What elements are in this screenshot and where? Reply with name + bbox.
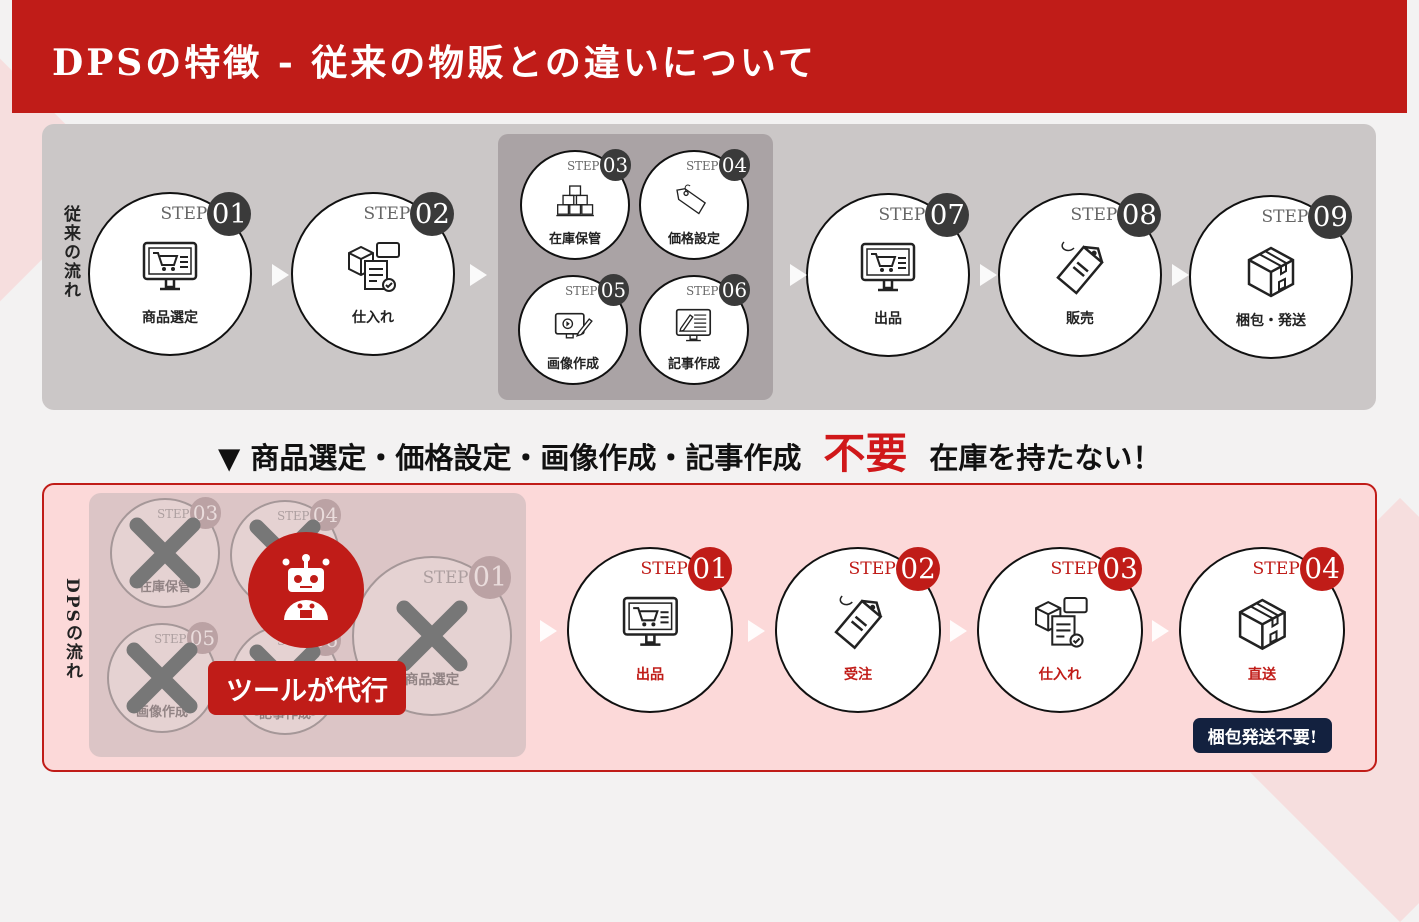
step-label: STEP: [567, 158, 600, 173]
arrow-right-icon: [950, 620, 967, 642]
step-number-badge: 04: [718, 149, 751, 182]
step-label: STEP: [565, 283, 598, 298]
step-name: 画像作成: [135, 704, 188, 720]
step-label: STEP: [1070, 204, 1118, 225]
step-label: STEP: [686, 283, 719, 298]
box-icon: [1238, 598, 1286, 651]
step-number-badge: 08: [1117, 192, 1162, 237]
arrow-right-icon: [748, 620, 765, 642]
step-name: 出品: [874, 311, 902, 328]
step-name: 価格設定: [667, 231, 720, 247]
step-label: STEP: [686, 158, 719, 173]
header-bar: DPSの特徴 - 従来の物販との違いについて: [12, 0, 1407, 113]
arrow-right-icon: [470, 264, 487, 286]
step-label: STEP: [848, 558, 896, 579]
monitor-cart-icon: [622, 597, 678, 647]
step-label: STEP: [157, 506, 190, 521]
cross-mark-icon: [129, 517, 201, 589]
step-label: STEP: [878, 204, 926, 225]
arrow-right-icon: [790, 264, 807, 286]
step-name: 商品選定: [404, 672, 460, 689]
step-label: STEP: [1261, 206, 1309, 227]
step-name: 商品選定: [142, 310, 198, 327]
monitor-cart-icon: [142, 241, 198, 291]
arrow-right-icon: [540, 620, 557, 642]
step-number-badge: 04: [1299, 546, 1345, 592]
step-name: 直送: [1247, 666, 1277, 683]
dps-flow-label: DPSの流れ: [62, 578, 82, 681]
step-number-badge: 02: [895, 546, 941, 592]
sale-tag-icon: [1056, 241, 1104, 295]
step-label: STEP: [1252, 558, 1300, 579]
step-label: STEP: [277, 508, 310, 523]
sale-tag-icon: [833, 595, 883, 650]
no-packing-badge: 梱包発送不要!: [1193, 718, 1332, 753]
step-name: 記事作成: [667, 356, 720, 372]
step-number-badge: 09: [1308, 194, 1353, 239]
step-name: 仕入れ: [1038, 666, 1082, 683]
step-number-badge: 03: [1097, 546, 1143, 592]
step-name: 仕入れ: [352, 310, 394, 327]
step-name: 画像作成: [546, 356, 599, 372]
step-name: 在庫保管: [548, 231, 601, 247]
step-number-badge: 05: [597, 274, 630, 307]
step-number-badge: 01: [468, 555, 512, 599]
step-label: STEP: [422, 567, 469, 587]
summary-suffix: 在庫を持たない！: [929, 441, 1162, 475]
step-name: 受注: [843, 666, 873, 683]
tool-replaces-label: ツールが代行: [208, 661, 406, 715]
step-label: STEP: [160, 203, 208, 224]
step-number-badge: 01: [207, 191, 252, 236]
summary-heading: ▼ 商品選定・価格設定・画像作成・記事作成不要在庫を持たない！: [218, 420, 1161, 481]
step-number-badge: 03: [599, 149, 632, 182]
boxes-document-icon: [348, 241, 400, 292]
summary-highlight: 不要: [823, 429, 908, 478]
arrow-right-icon: [980, 264, 997, 286]
step-number-badge: 02: [410, 191, 455, 236]
step-number-badge: 01: [687, 546, 733, 592]
step-number-badge: 07: [925, 192, 970, 237]
step-name: 梱包・発送: [1236, 313, 1306, 330]
image-edit-icon: [554, 312, 593, 339]
box-icon: [1247, 246, 1295, 298]
cross-mark-icon: [396, 600, 468, 672]
arrow-right-icon: [1152, 620, 1169, 642]
article-edit-icon: [675, 308, 711, 342]
step-name: 出品: [635, 666, 665, 683]
page-title: DPSの特徴 - 従来の物販との違いについて: [52, 42, 817, 84]
cross-mark-icon: [126, 642, 198, 714]
summary-prefix: ▼ 商品選定・価格設定・画像作成・記事作成: [218, 441, 802, 475]
boxes-document-icon: [1034, 597, 1088, 648]
step-name: 販売: [1066, 311, 1094, 328]
step-number-badge: 06: [718, 274, 751, 307]
robot-icon: [248, 532, 364, 648]
step-label: STEP: [640, 558, 688, 579]
stacked-boxes-icon: [556, 185, 594, 217]
arrow-right-icon: [1172, 264, 1189, 286]
step-name: 在庫保管: [138, 579, 191, 595]
step-label: STEP: [154, 631, 187, 646]
step-label: STEP: [1050, 558, 1098, 579]
traditional-flow-label: 従来の流れ: [60, 205, 80, 300]
monitor-cart-icon: [860, 242, 916, 292]
price-tag-icon: [676, 184, 706, 215]
step-label: STEP: [363, 203, 411, 224]
arrow-right-icon: [272, 264, 289, 286]
